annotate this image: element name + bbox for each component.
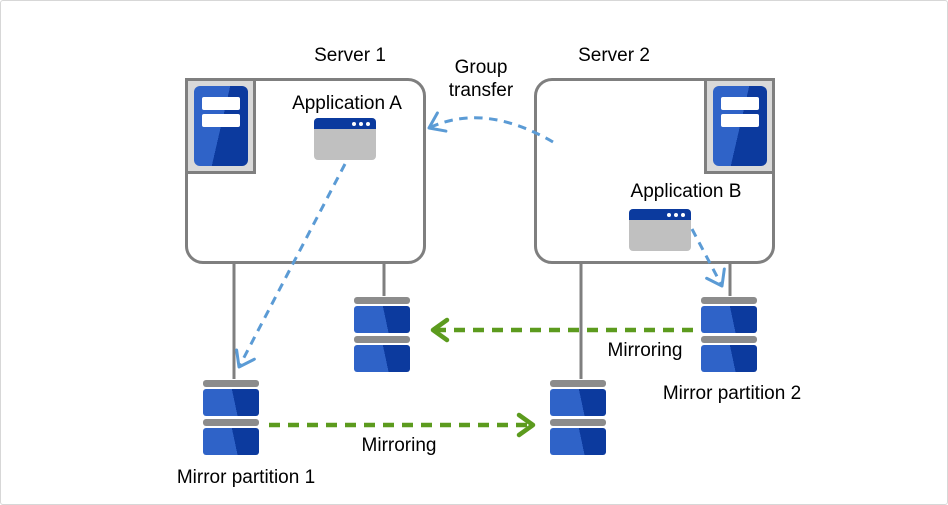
disk-stack-icon-mirror-partition1 xyxy=(203,380,259,455)
server-slot xyxy=(720,97,759,110)
server-slot xyxy=(201,97,240,110)
disk-cap xyxy=(203,380,259,387)
disk-cap xyxy=(203,419,259,426)
application-a-label: Application A xyxy=(292,93,402,114)
application-b-window-icon xyxy=(629,209,691,251)
disk xyxy=(203,428,259,455)
disk-cap xyxy=(354,297,410,304)
titlebar-dot-icon xyxy=(366,121,370,126)
server2-unit xyxy=(704,78,775,174)
window-titlebar xyxy=(314,118,376,129)
disk xyxy=(203,389,259,416)
mirror-partition2-label: Mirror partition 2 xyxy=(662,383,802,404)
disk xyxy=(550,428,606,455)
titlebar-dot-icon xyxy=(667,212,671,217)
server-slot xyxy=(720,114,759,127)
titlebar-dot-icon xyxy=(674,212,678,217)
disk-cap xyxy=(550,380,606,387)
disk-cap xyxy=(550,419,606,426)
disk-stack-icon-server2 xyxy=(550,380,606,455)
mirroring-label-top: Mirroring xyxy=(607,340,683,361)
mirror-partition1-label: Mirror partition 1 xyxy=(176,467,316,488)
disk xyxy=(701,306,757,333)
mirroring-label-bottom: Mirroring xyxy=(361,435,437,456)
titlebar-dot-icon xyxy=(352,121,356,126)
server-tower-icon xyxy=(712,86,767,166)
disk xyxy=(701,345,757,372)
disk-cap xyxy=(701,336,757,343)
server1-unit xyxy=(185,78,256,174)
disk xyxy=(354,345,410,372)
disk xyxy=(354,306,410,333)
disk xyxy=(550,389,606,416)
server1-title: Server 1 xyxy=(314,45,386,66)
server-slot xyxy=(201,114,240,127)
application-b-label: Application B xyxy=(630,181,742,202)
server2-title: Server 2 xyxy=(578,45,650,66)
server-tower-icon xyxy=(193,86,248,166)
application-a-window-icon xyxy=(314,118,376,160)
titlebar-dot-icon xyxy=(681,212,685,217)
disk-stack-icon-server1 xyxy=(354,297,410,372)
window-titlebar xyxy=(629,209,691,220)
disk-stack-icon-mirror-partition2 xyxy=(701,297,757,372)
group-transfer-label: Group transfer xyxy=(448,57,514,101)
disk-cap xyxy=(701,297,757,304)
disk-cap xyxy=(354,336,410,343)
titlebar-dot-icon xyxy=(359,121,363,126)
